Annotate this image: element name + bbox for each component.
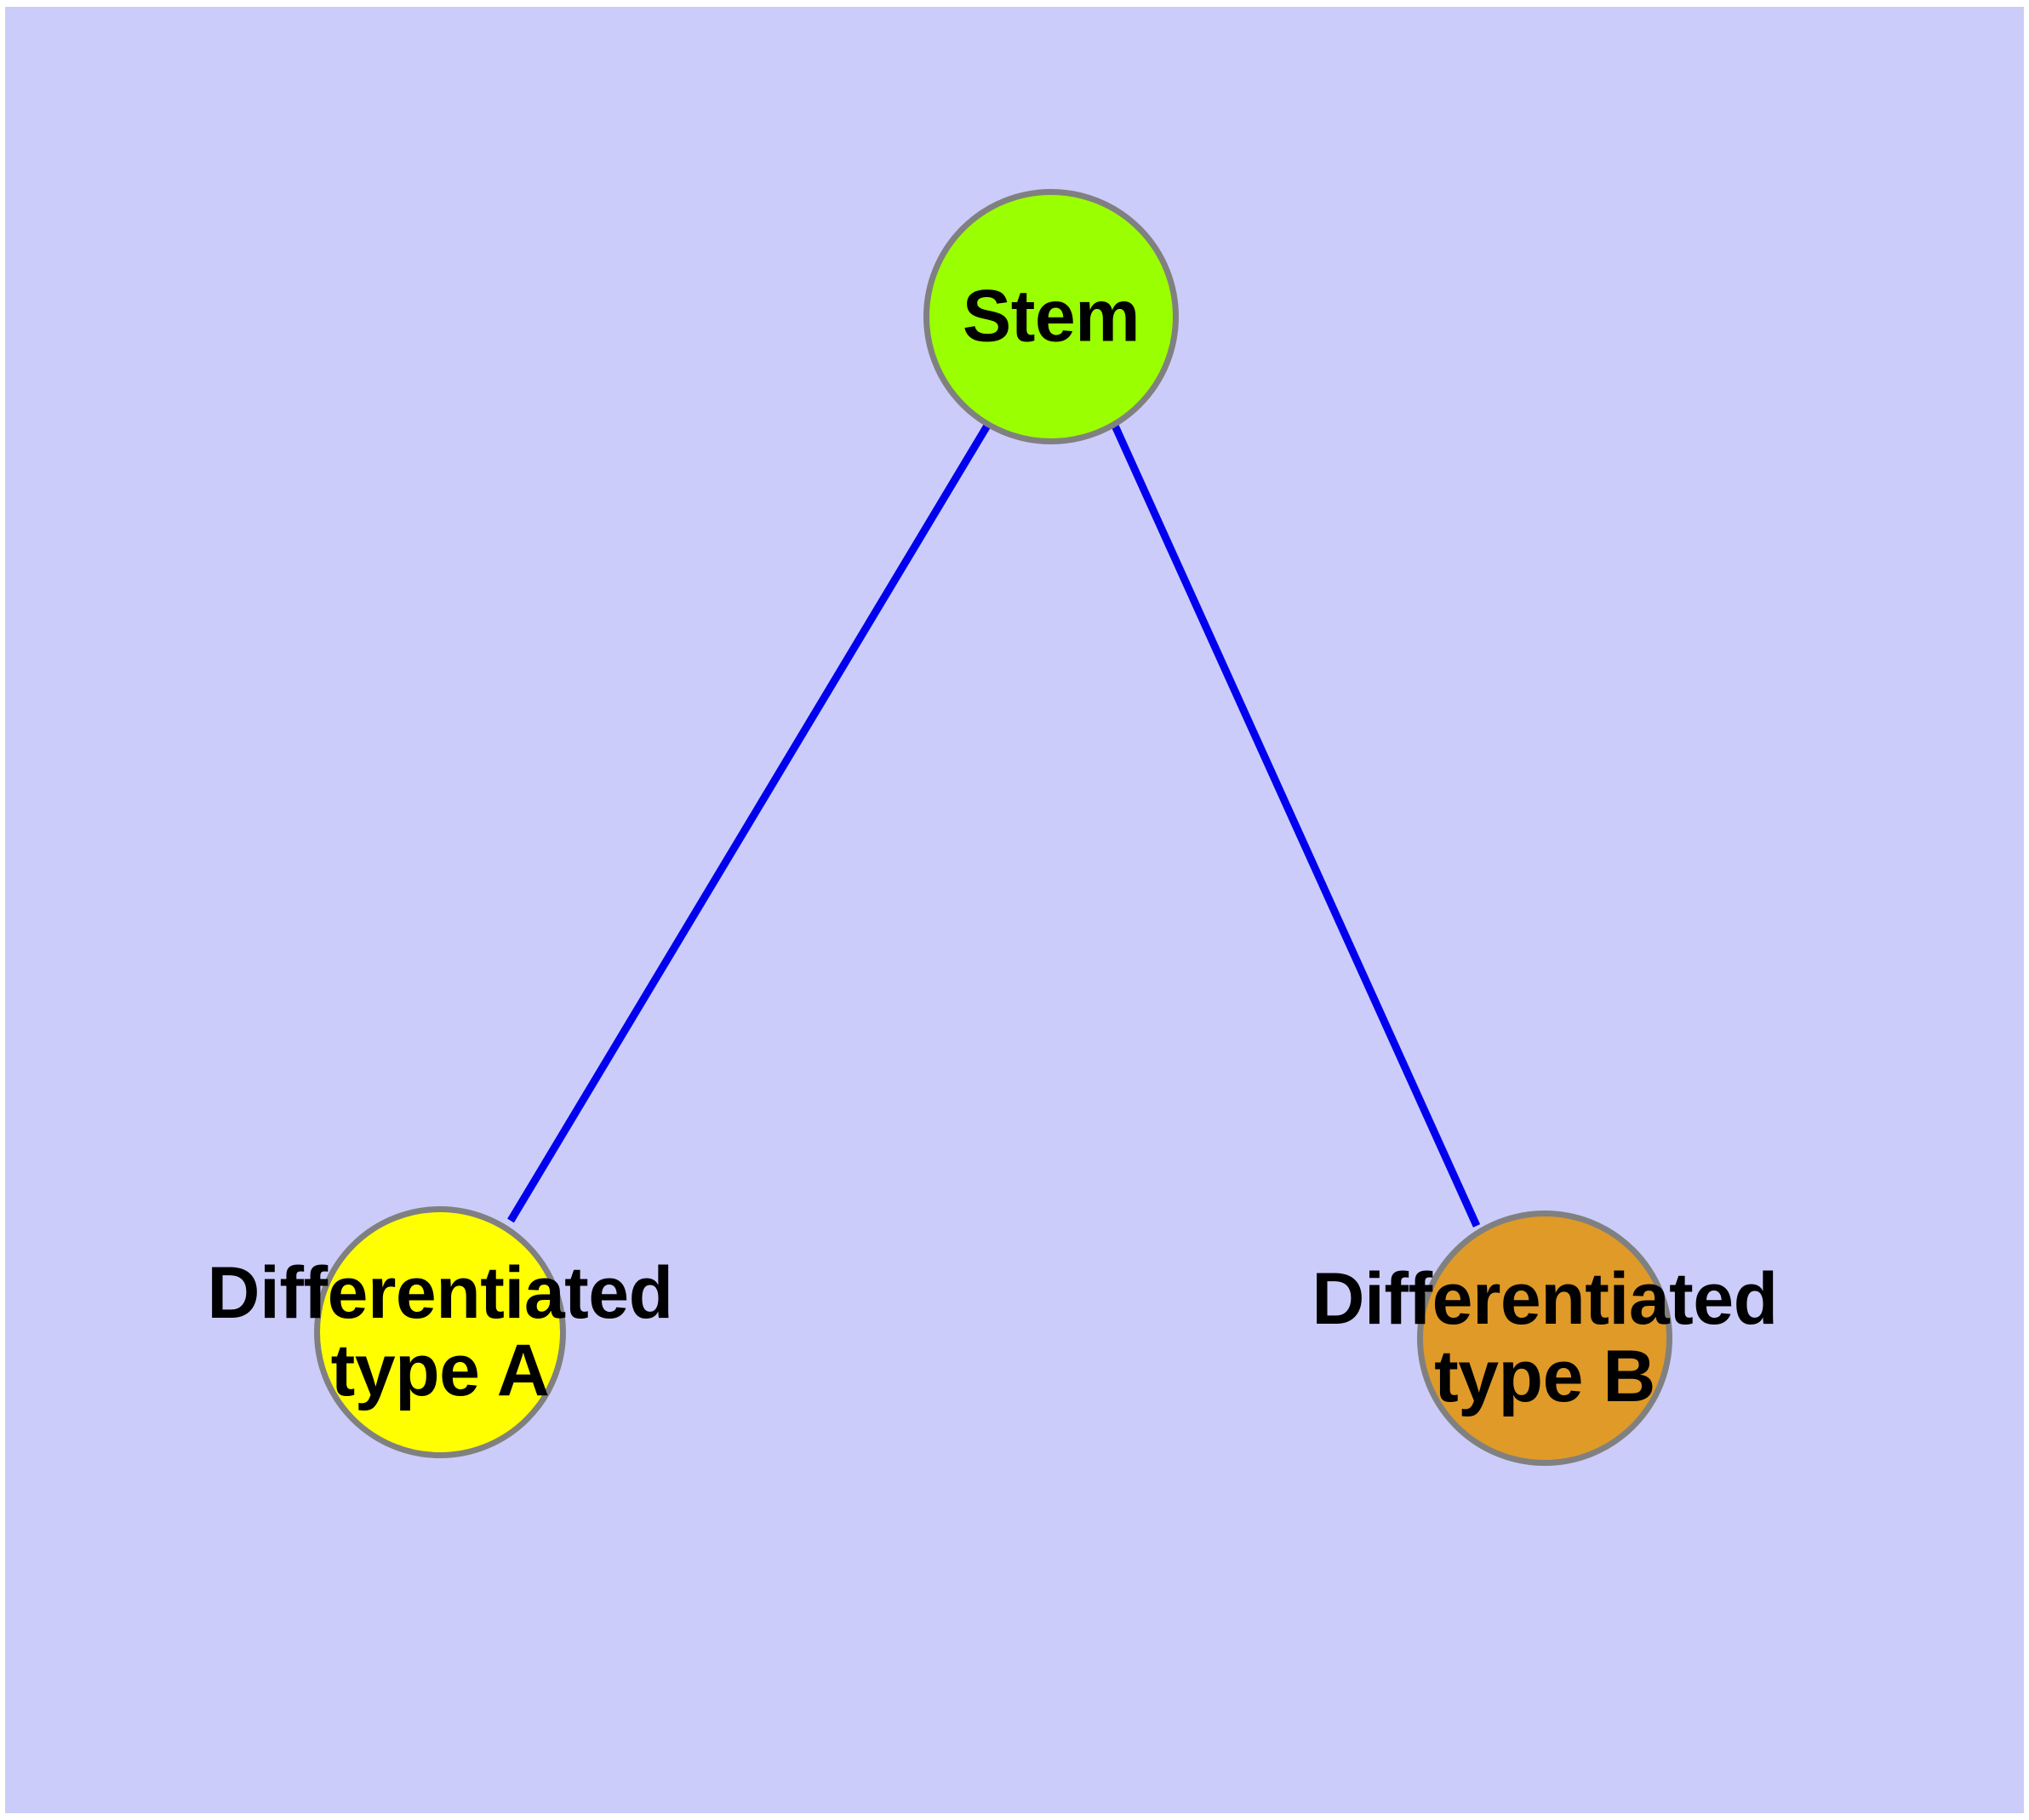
edge-group (507, 423, 1481, 1228)
node-diff_a[interactable]: Differentiated type A (207, 1206, 673, 1458)
edge-stem-to-diff_b (1111, 424, 1481, 1228)
node-diff_b[interactable]: Differentiated type B (1312, 1210, 1778, 1466)
node-circle-stem[interactable] (923, 189, 1179, 444)
node-circle-diff_a[interactable] (314, 1206, 566, 1458)
node-circle-diff_b[interactable] (1417, 1210, 1672, 1466)
node-stem[interactable]: Stem (923, 189, 1179, 444)
edge-stem-to-diff_a (507, 423, 991, 1223)
